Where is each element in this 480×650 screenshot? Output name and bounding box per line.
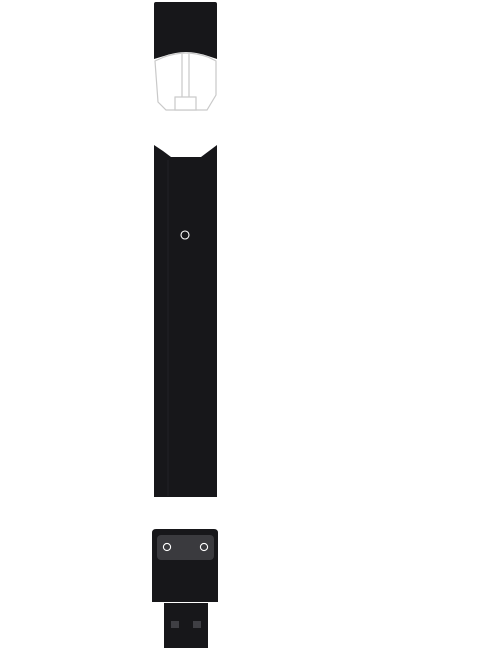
pod-tank-outline xyxy=(154,52,217,111)
pod-cap xyxy=(154,2,217,59)
charger-window xyxy=(157,535,214,560)
charger-pin-left xyxy=(162,542,172,552)
usb-contact-left xyxy=(171,621,179,628)
usb-contact-right xyxy=(193,621,201,628)
battery-shell xyxy=(154,145,217,497)
charger-pin-right xyxy=(199,542,209,552)
usb-plug xyxy=(164,603,208,648)
pod-cartridge-icon xyxy=(154,2,217,111)
pod-base-contact xyxy=(174,96,197,111)
led-indicator-icon xyxy=(180,230,190,240)
magnetic-usb-charger-icon xyxy=(152,529,218,648)
battery-body-icon xyxy=(154,145,217,497)
